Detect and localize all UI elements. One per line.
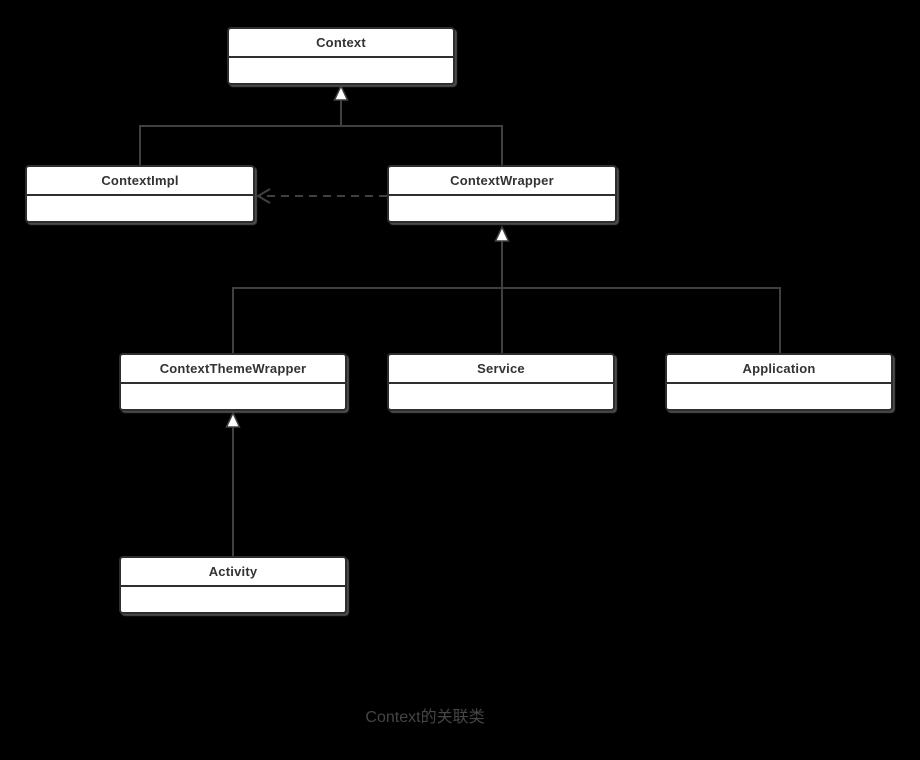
dependency-connector-contextwrapper-to-contextimpl bbox=[256, 188, 387, 204]
class-attributes-section bbox=[389, 196, 615, 221]
class-title: ContextThemeWrapper bbox=[121, 355, 345, 384]
inheritance-arrowhead-icon bbox=[225, 411, 241, 428]
class-title: Context bbox=[229, 29, 453, 58]
class-title: Service bbox=[389, 355, 613, 384]
class-title: Application bbox=[667, 355, 891, 384]
class-box-activity: Activity bbox=[119, 556, 347, 614]
class-box-context: Context bbox=[227, 27, 455, 85]
inheritance-arrowhead-icon bbox=[494, 225, 510, 242]
class-box-application: Application bbox=[665, 353, 893, 411]
class-attributes-section bbox=[667, 384, 891, 409]
class-title: ContextImpl bbox=[27, 167, 253, 196]
class-box-contextwrapper: ContextWrapper bbox=[387, 165, 617, 223]
class-attributes-section bbox=[121, 587, 345, 612]
dependency-arrowhead-icon bbox=[256, 188, 271, 204]
class-attributes-section bbox=[27, 196, 253, 221]
inheritance-connector-activity-to-contextthemewrapper bbox=[225, 411, 241, 556]
inheritance-connector-to-context bbox=[139, 84, 503, 165]
class-box-contextthemewrapper: ContextThemeWrapper bbox=[119, 353, 347, 411]
inheritance-arrowhead-icon bbox=[333, 84, 349, 101]
class-title: Activity bbox=[121, 558, 345, 587]
class-attributes-section bbox=[389, 384, 613, 409]
connector-line bbox=[139, 125, 503, 165]
class-box-contextimpl: ContextImpl bbox=[25, 165, 255, 223]
diagram-caption: Context的关联类 bbox=[365, 709, 485, 726]
class-attributes-section bbox=[121, 384, 345, 409]
connector-line bbox=[232, 287, 781, 353]
class-title: ContextWrapper bbox=[389, 167, 615, 196]
inheritance-connector-to-contextwrapper bbox=[232, 225, 781, 353]
class-box-service: Service bbox=[387, 353, 615, 411]
class-attributes-section bbox=[229, 58, 453, 83]
